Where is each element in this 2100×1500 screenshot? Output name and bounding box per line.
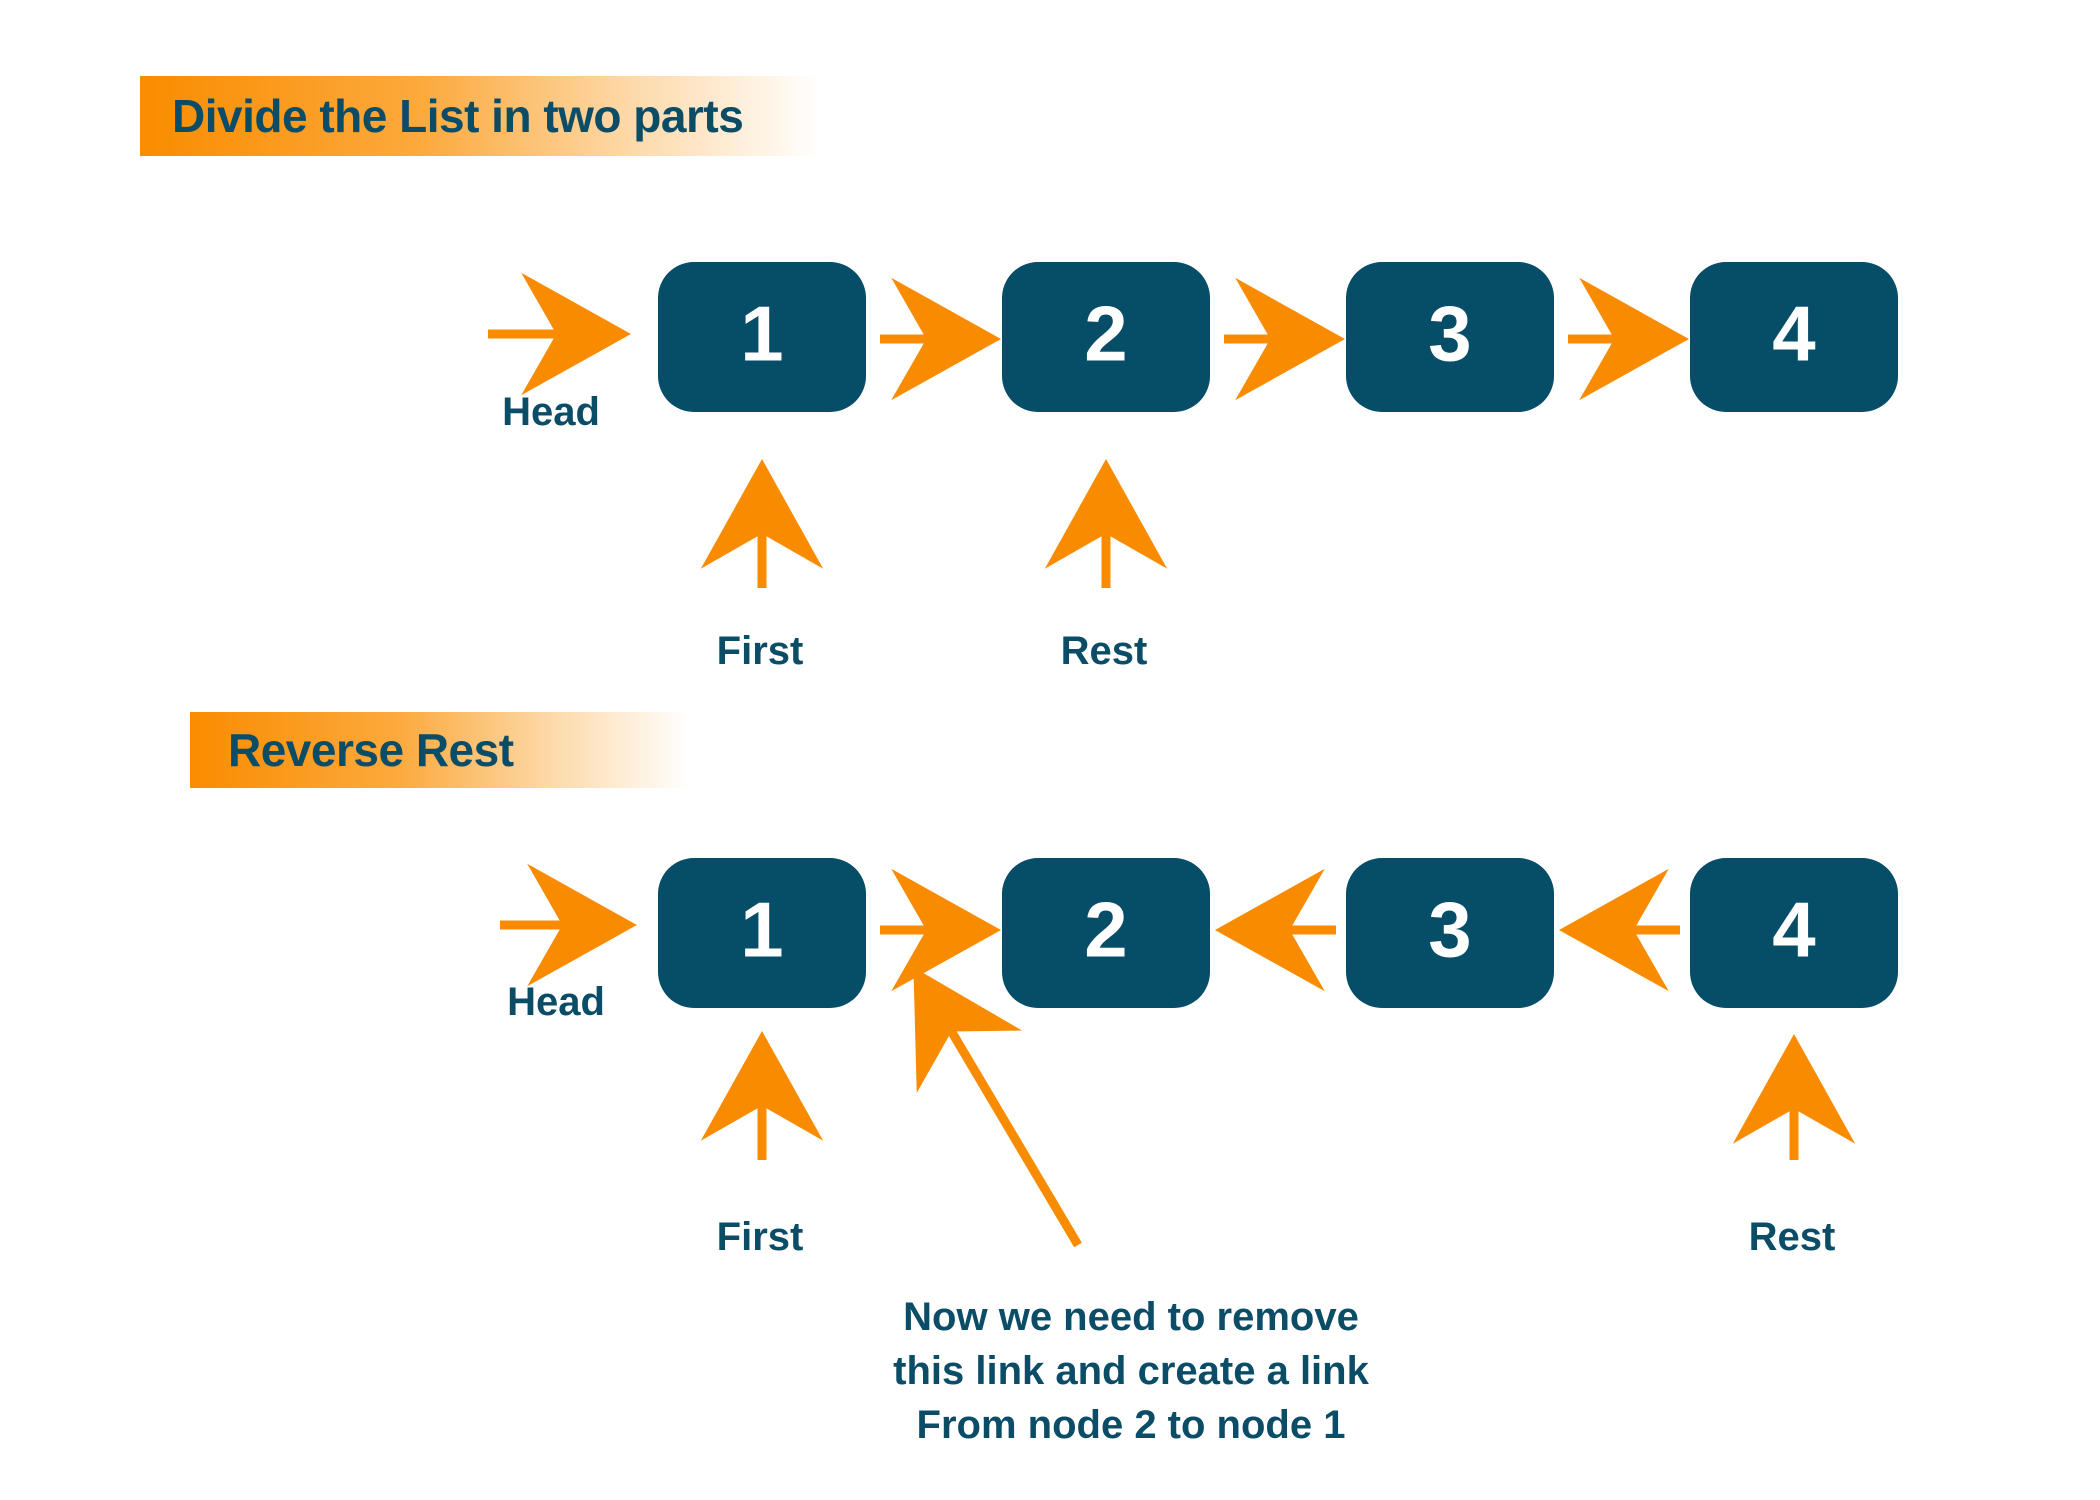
banner-reverse: Reverse Rest: [190, 712, 690, 788]
node-box: [658, 858, 866, 1008]
banner-background-divide: [140, 76, 820, 156]
section-reverse: Reverse Rest Head 1 2 3: [190, 712, 1898, 1447]
pointer-label-rest-reverse: Rest: [1749, 1215, 1836, 1259]
node-divide-4[interactable]: 4: [1690, 262, 1898, 412]
pointer-label-first-divide: First: [717, 629, 804, 673]
node-box: [1346, 262, 1554, 412]
node-value: 4: [1772, 886, 1815, 974]
annotation-line-3: From node 2 to node 1: [917, 1403, 1346, 1447]
entry-label-head-reverse: Head: [507, 980, 605, 1024]
node-divide-2[interactable]: 2: [1002, 262, 1210, 412]
node-value: 4: [1772, 290, 1815, 378]
section-divide: Divide the List in two parts Head 1 2: [140, 76, 1898, 673]
node-value: 3: [1428, 290, 1471, 378]
annotation-line-2: this link and create a link: [893, 1349, 1369, 1393]
node-value: 2: [1084, 886, 1127, 974]
banner-title-divide: Divide the List in two parts: [172, 90, 743, 142]
banner-divide: Divide the List in two parts: [140, 76, 820, 156]
node-value: 1: [740, 290, 783, 378]
node-box: [1690, 858, 1898, 1008]
node-box: [1346, 858, 1554, 1008]
arrow-diagonal-icon-annotation: [913, 967, 1082, 1248]
node-value: 3: [1428, 886, 1471, 974]
pointer-label-first-reverse: First: [717, 1215, 804, 1259]
node-value: 1: [740, 886, 783, 974]
node-divide-3[interactable]: 3: [1346, 262, 1554, 412]
annotation-note: Now we need to remove this link and crea…: [893, 1295, 1369, 1447]
node-reverse-2[interactable]: 2: [1002, 858, 1210, 1008]
node-box: [1002, 858, 1210, 1008]
node-box: [658, 262, 866, 412]
node-reverse-4[interactable]: 4: [1690, 858, 1898, 1008]
pointer-label-rest-divide: Rest: [1061, 629, 1148, 673]
banner-background-reverse: [190, 712, 690, 788]
node-reverse-1[interactable]: 1: [658, 858, 866, 1008]
node-box: [1690, 262, 1898, 412]
node-reverse-3[interactable]: 3: [1346, 858, 1554, 1008]
node-divide-1[interactable]: 1: [658, 262, 866, 412]
node-value: 2: [1084, 290, 1127, 378]
banner-title-reverse: Reverse Rest: [228, 724, 514, 776]
entry-label-head-divide: Head: [502, 390, 600, 434]
annotation-line-1: Now we need to remove: [903, 1295, 1359, 1339]
node-box: [1002, 262, 1210, 412]
